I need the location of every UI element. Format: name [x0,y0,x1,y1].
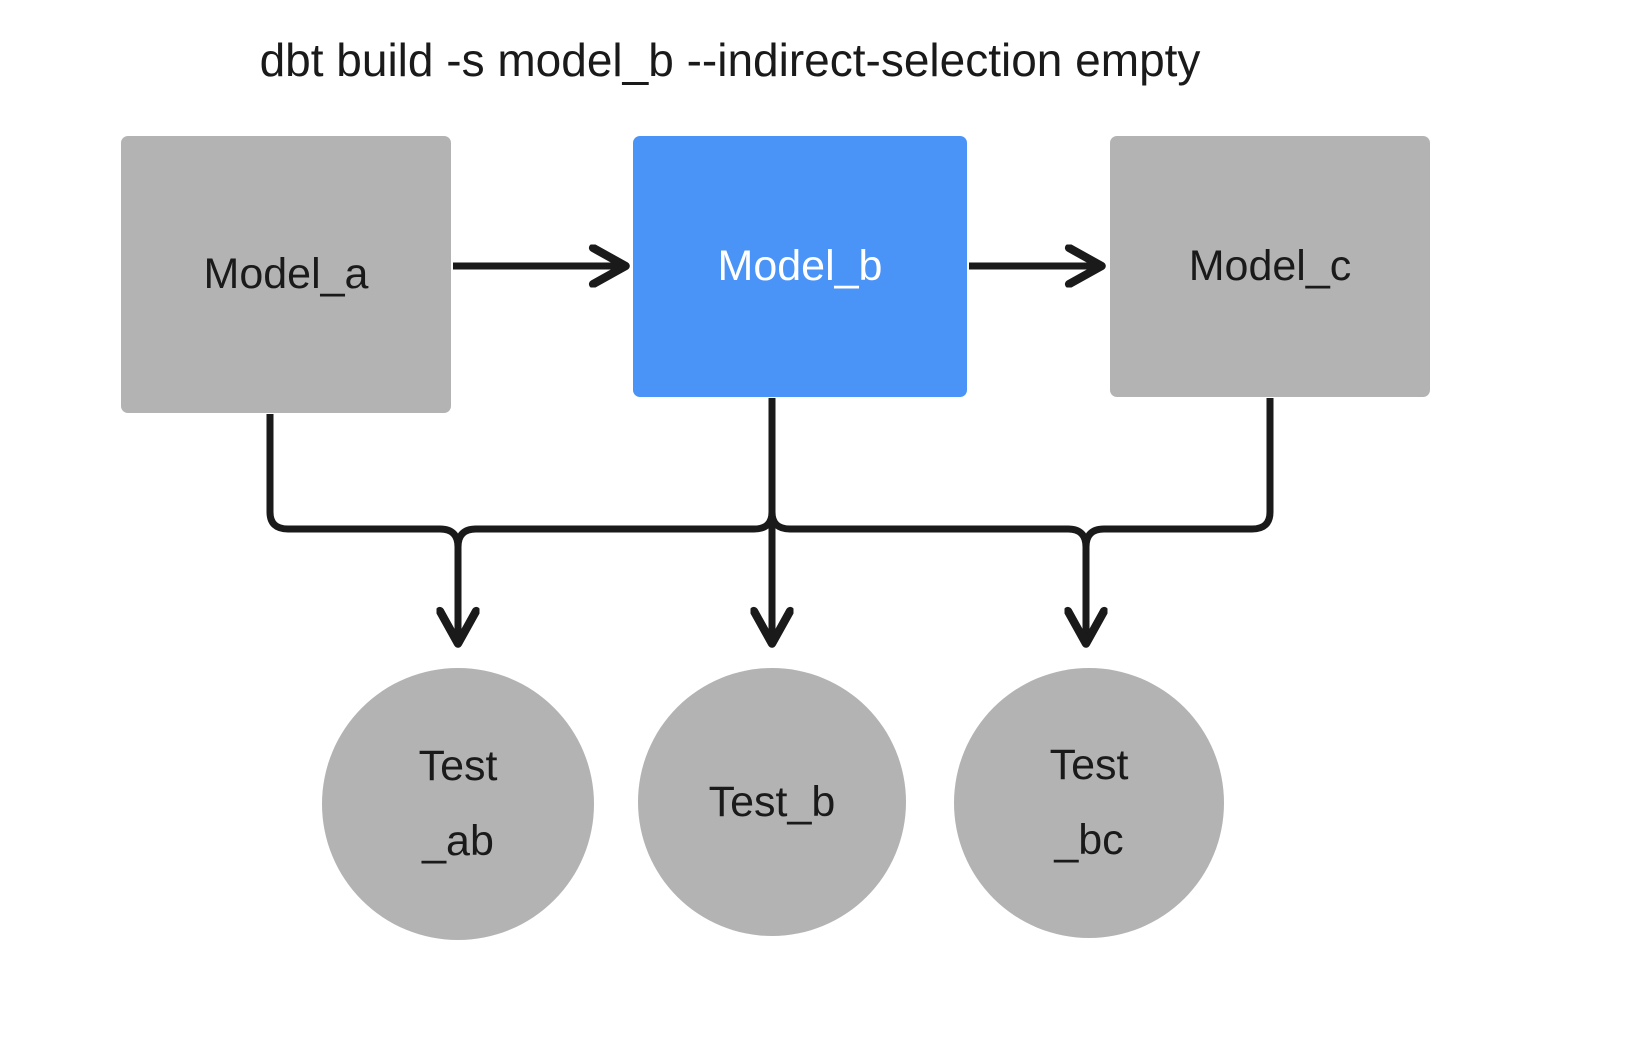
node-model-b-label: Model_b [717,241,883,290]
node-model-a[interactable]: Model_a [121,136,451,413]
node-model-b[interactable]: Model_b [633,136,967,397]
node-model-c[interactable]: Model_c [1110,136,1430,397]
edge-model-b-to-test-ab [454,398,776,640]
diagram-title: dbt build -s model_b --indirect-selectio… [259,34,1201,86]
node-test-b[interactable]: Test_b [638,668,906,936]
node-test-bc-label-line1: Test [1049,741,1129,789]
node-test-ab-label-line2: _ab [422,817,494,865]
edge-model-c-to-test-bc [1086,398,1274,640]
node-test-b-label-line1: Test_b [708,777,836,826]
edge-model-b-to-test-bc [768,398,1090,640]
node-test-bc[interactable]: Test _bc [954,668,1224,938]
node-model-c-label: Model_c [1188,241,1352,290]
node-test-ab-label-line1: Test [418,742,498,790]
edge-model-a-to-test-ab [266,414,458,640]
node-test-bc-label-line2: _bc [1054,816,1124,864]
node-model-a-label: Model_a [203,249,369,298]
node-test-ab[interactable]: Test _ab [322,668,594,940]
